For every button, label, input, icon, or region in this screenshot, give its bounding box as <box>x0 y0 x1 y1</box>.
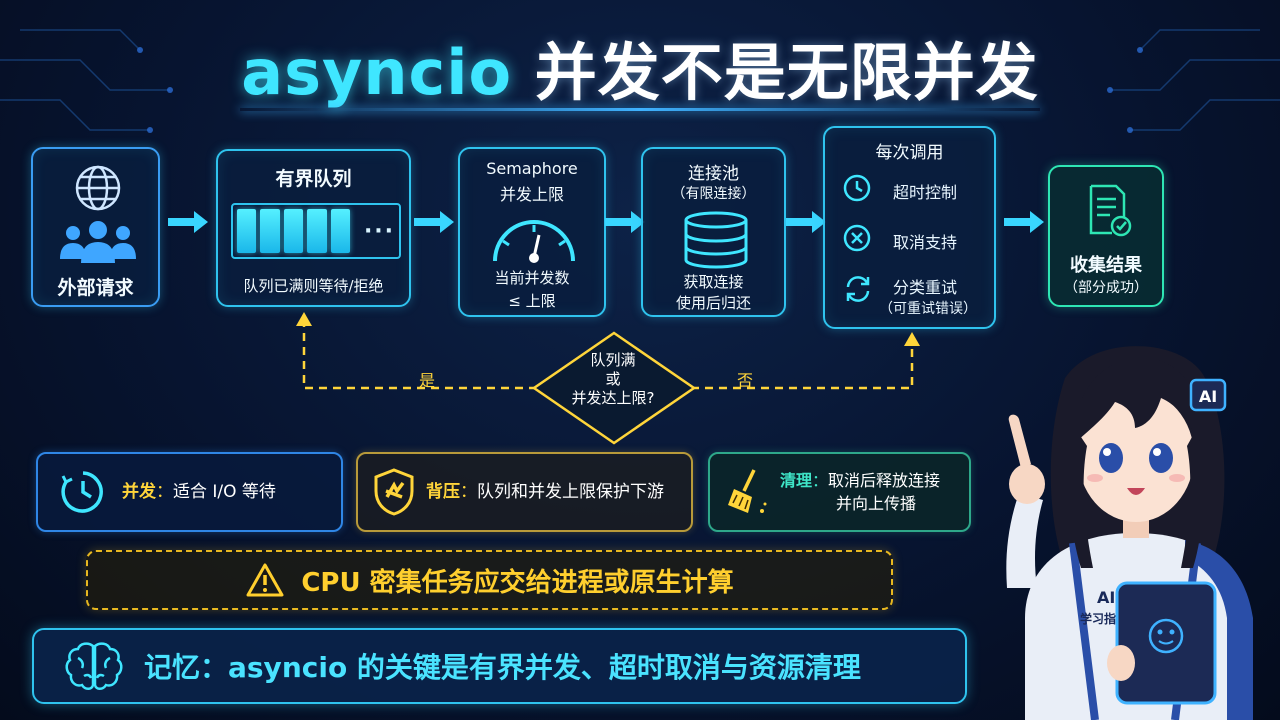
semaphore-subtitle: 并发上限 <box>499 185 564 204</box>
pool-title: 连接池 <box>688 164 739 184</box>
title-underline <box>240 108 1040 111</box>
warning-icon <box>246 563 284 597</box>
mascot-badge: AI <box>1199 387 1217 406</box>
flow-arrow <box>786 211 826 233</box>
queue-title: 有界队列 <box>275 168 352 190</box>
collect-sub: （部分成功） <box>1064 280 1148 296</box>
decision-line2: 或 <box>605 370 621 388</box>
queue-slot <box>260 209 280 253</box>
retry-icon <box>846 276 870 302</box>
each-call-box: 每次调用 超时控制 取消支持 分类重试 （可重试错误） <box>823 126 996 329</box>
title-highlight: asyncio <box>241 36 513 109</box>
note-sep: ： <box>460 482 477 502</box>
note-concurrency-text: 并发：适合 I/O 等待 <box>122 480 276 504</box>
bounded-queue-box: 有界队列 ··· 队列已满则等待/拒绝 <box>216 149 411 307</box>
mascot-shirt-line1: AI <box>1097 588 1115 607</box>
call-item-timeout: 超时控制 <box>893 183 958 202</box>
note-value: 队列和并发上限保护下游 <box>477 482 664 502</box>
broom-icon <box>728 469 767 513</box>
memory-text: 记忆：asyncio 的关键是有界并发、超时取消与资源清理 <box>144 651 861 684</box>
external-requests-label: 外部请求 <box>57 277 134 299</box>
memory-box: 记忆：asyncio 的关键是有界并发、超时取消与资源清理 <box>32 628 967 704</box>
queue-slot <box>307 209 327 253</box>
note-key: 并发 <box>122 482 156 502</box>
note-sep: ： <box>156 482 173 502</box>
note-value: 适合 I/O 等待 <box>173 482 276 502</box>
semaphore-desc-line1: 当前并发数 <box>494 269 570 287</box>
globe-icon <box>75 165 121 211</box>
queue-slot <box>283 209 304 253</box>
semaphore-title: Semaphore <box>486 159 578 178</box>
call-title: 每次调用 <box>875 143 944 163</box>
call-item-cancel: 取消支持 <box>893 233 958 252</box>
note-sep: ： <box>812 471 829 490</box>
note-cleanup-text: 清理：取消后释放连接 并向上传播 <box>780 469 940 515</box>
note-value: 取消后释放连接 <box>828 471 941 490</box>
note-key: 清理 <box>780 471 813 490</box>
flow-arrow <box>414 211 454 233</box>
queue-slot <box>237 209 257 253</box>
flow-arrow <box>1004 211 1044 233</box>
flow-arrow <box>168 211 208 233</box>
call-item-retry-sub: （可重试错误） <box>879 301 977 317</box>
brain-icon <box>65 642 123 690</box>
document-check-icon <box>1089 184 1132 237</box>
note-value-line2: 并向上传播 <box>836 494 917 513</box>
collect-results-box: 收集结果 （部分成功） <box>1048 165 1164 307</box>
pool-desc-line2: 使用后归还 <box>675 294 751 312</box>
cpu-warning-box: CPU 密集任务应交给进程或原生计算 <box>86 550 893 610</box>
database-icon <box>684 211 748 269</box>
queue-more-dots: ··· <box>363 218 396 244</box>
page-title: asyncio 并发不是无限并发 <box>0 22 1280 112</box>
shield-icon <box>374 468 414 516</box>
note-backpressure-text: 背压：队列和并发上限保护下游 <box>426 480 664 504</box>
decision-line3: 并发达上限? <box>571 389 655 407</box>
semaphore-desc-line2: ≤ 上限 <box>508 292 556 310</box>
decision-diamond: 队列满 或 并发达上限? <box>536 351 690 408</box>
queue-slot <box>330 209 350 253</box>
decision-yes-label: 是 <box>419 371 436 390</box>
collect-title: 收集结果 <box>1070 255 1142 276</box>
pool-subtitle: （有限连接） <box>671 186 756 202</box>
clock-icon <box>61 471 103 513</box>
decision-line1: 队列满 <box>590 351 636 369</box>
queue-desc: 队列已满则等待/拒绝 <box>243 277 384 295</box>
decision-no-label: 否 <box>737 371 754 390</box>
flow-arrow <box>605 211 645 233</box>
note-backpressure: 背压：队列和并发上限保护下游 <box>356 452 693 532</box>
note-key: 背压 <box>426 482 460 502</box>
semaphore-box: Semaphore 并发上限 当前并发数 ≤ 上限 <box>458 147 606 317</box>
title-rest: 并发不是无限并发 <box>534 36 1039 109</box>
note-cleanup: 清理：取消后释放连接 并向上传播 <box>708 452 971 532</box>
gauge-icon <box>493 220 575 263</box>
cpu-warning-text: CPU 密集任务应交给进程或原生计算 <box>301 567 734 598</box>
external-requests-box: 外部请求 <box>31 147 160 307</box>
users-icon <box>60 221 136 263</box>
mascot-character: AI 学习指南 AI <box>1006 346 1253 720</box>
connection-pool-box: 连接池 （有限连接） 获取连接 使用后归还 <box>641 147 786 317</box>
cancel-icon <box>843 224 871 252</box>
pool-desc-line1: 获取连接 <box>683 273 744 291</box>
clock-icon <box>843 174 871 202</box>
note-concurrency: 并发：适合 I/O 等待 <box>36 452 343 532</box>
queue-bar: ··· <box>231 203 401 259</box>
call-item-retry: 分类重试 <box>893 278 958 297</box>
